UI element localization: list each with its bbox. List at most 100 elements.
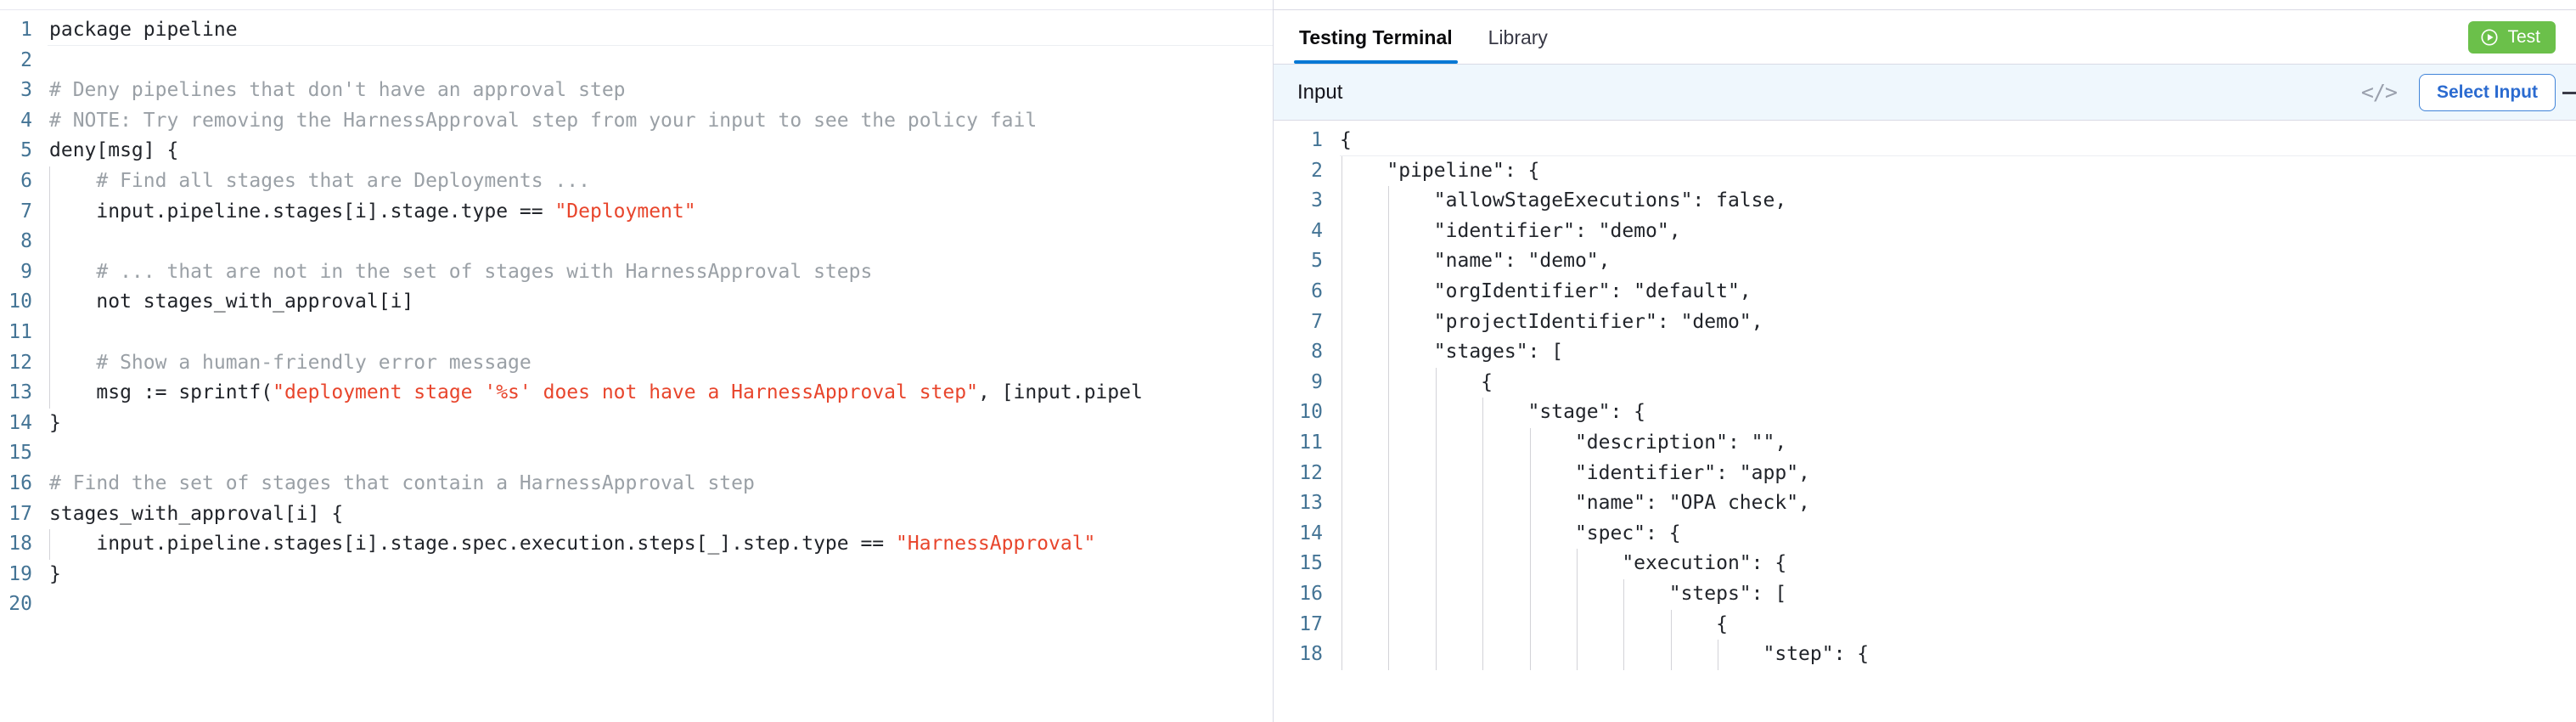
code-line: 20 xyxy=(0,589,1273,620)
indent-guide xyxy=(1341,609,1342,640)
line-number: 1 xyxy=(20,19,32,41)
line-number: 3 xyxy=(1311,189,1323,212)
indent-guide xyxy=(1577,609,1578,640)
indent-guide xyxy=(1577,578,1578,610)
indent-guide xyxy=(1529,549,1531,579)
code-line: 14} xyxy=(0,409,1273,439)
indent-guide xyxy=(1341,246,1342,277)
code-line: 10 not stages_with_approval[i] xyxy=(0,287,1273,318)
select-input-button[interactable]: Select Input xyxy=(2418,73,2556,111)
indent-guide xyxy=(1388,307,1390,338)
json-line: 10 "stage": { xyxy=(1274,398,2576,428)
code-brackets-icon[interactable]: </> xyxy=(2360,80,2398,104)
json-line: 18 "step": { xyxy=(1274,640,2576,670)
indent-guide xyxy=(1435,398,1437,428)
code-line: 8 xyxy=(0,227,1273,257)
indent-guide xyxy=(1341,518,1342,550)
indent-guide xyxy=(1341,549,1342,579)
json-line-text: "pipeline": { xyxy=(1340,155,2576,187)
json-line-text: "steps": [ xyxy=(1340,578,2576,610)
indent-guide xyxy=(1341,640,1342,670)
indent-guide xyxy=(1482,458,1484,489)
json-line-text: "allowStageExecutions": false, xyxy=(1340,186,2576,217)
line-number: 8 xyxy=(1311,341,1323,364)
line-number: 14 xyxy=(1299,522,1323,544)
json-line-text: "description": "", xyxy=(1340,427,2576,459)
json-line-text: { xyxy=(1340,609,2576,640)
indent-guide xyxy=(49,317,50,348)
indent-guide xyxy=(1577,549,1578,579)
json-line: 6 "orgIdentifier": "default", xyxy=(1274,276,2576,307)
json-line-text: "projectIdentifier": "demo", xyxy=(1340,307,2576,338)
line-number: 13 xyxy=(8,381,32,404)
input-header-actions: </> Select Input xyxy=(2360,73,2556,111)
indent-guide xyxy=(1529,609,1531,640)
line-number: 4 xyxy=(20,109,32,132)
code-line-text: # Find all stages that are Deployments .… xyxy=(48,166,1273,197)
line-number: 18 xyxy=(8,533,32,556)
code-line-text: package pipeline xyxy=(48,15,1273,46)
panel-resize-handle[interactable] xyxy=(2562,92,2576,94)
line-number: 19 xyxy=(8,562,32,585)
line-number: 5 xyxy=(1311,250,1323,273)
json-line: 13 "name": "OPA check", xyxy=(1274,488,2576,519)
indent-guide xyxy=(1482,549,1484,579)
indent-guide xyxy=(1388,216,1390,247)
json-line: 2 "pipeline": { xyxy=(1274,155,2576,187)
indent-guide xyxy=(1388,549,1390,579)
indent-guide xyxy=(1388,578,1390,610)
indent-guide xyxy=(1341,155,1342,187)
indent-guide xyxy=(1529,458,1531,489)
line-number: 11 xyxy=(8,320,32,343)
indent-guide xyxy=(1623,578,1625,610)
indent-guide xyxy=(1482,609,1484,640)
tab-library[interactable]: Library xyxy=(1487,11,1550,63)
indent-guide xyxy=(1529,518,1531,550)
json-line: 1{ xyxy=(1274,126,2576,156)
indent-guide xyxy=(1341,488,1342,519)
line-number: 18 xyxy=(1299,643,1323,666)
json-line: 9 { xyxy=(1274,367,2576,398)
indent-guide xyxy=(49,196,50,228)
indent-guide xyxy=(49,529,50,560)
code-line-text: input.pipeline.stages[i].stage.spec.exec… xyxy=(48,529,1273,560)
json-line: 4 "identifier": "demo", xyxy=(1274,216,2576,247)
code-line-text: # Find the set of stages that contain a … xyxy=(49,471,755,494)
code-line-text: input.pipeline.stages[i].stage.type == "… xyxy=(48,196,1273,228)
code-line: 9 # ... that are not in the set of stage… xyxy=(0,257,1273,288)
code-line: 11 xyxy=(0,317,1273,348)
line-number: 15 xyxy=(1299,552,1323,575)
indent-guide xyxy=(1482,427,1484,459)
test-button[interactable]: Test xyxy=(2468,21,2556,54)
json-line-text: "name": "demo", xyxy=(1340,246,2576,277)
editor-topbar xyxy=(0,0,1273,10)
code-line: 15 xyxy=(0,438,1273,469)
json-line-text: { xyxy=(1340,129,1352,151)
tab-library-label: Library xyxy=(1488,26,1548,48)
play-circle-icon xyxy=(2480,28,2499,47)
active-line-underline xyxy=(48,44,1273,46)
line-number: 7 xyxy=(1311,310,1323,333)
code-line-text: # NOTE: Try removing the HarnessApproval… xyxy=(49,109,1038,132)
input-section-header: Input </> Select Input xyxy=(1274,65,2576,121)
line-number: 20 xyxy=(8,593,32,616)
input-json-viewer[interactable]: 1{2 "pipeline": {3 "allowStageExecutions… xyxy=(1274,121,2576,722)
indent-guide xyxy=(1482,640,1484,670)
line-number: 16 xyxy=(8,471,32,494)
indent-guide xyxy=(1435,518,1437,550)
line-number: 4 xyxy=(1311,219,1323,242)
line-number: 6 xyxy=(1311,279,1323,302)
code-line: 3# Deny pipelines that don't have an app… xyxy=(0,76,1273,106)
tab-testing-terminal[interactable]: Testing Terminal xyxy=(1294,11,1458,64)
indent-guide xyxy=(1388,458,1390,489)
line-number: 12 xyxy=(1299,461,1323,484)
code-line-text: } xyxy=(49,411,61,434)
indent-guide xyxy=(49,287,50,318)
indent-guide xyxy=(1435,427,1437,459)
line-number: 2 xyxy=(1311,159,1323,182)
indent-guide xyxy=(1388,609,1390,640)
indent-guide xyxy=(1341,216,1342,247)
line-number: 3 xyxy=(20,79,32,102)
